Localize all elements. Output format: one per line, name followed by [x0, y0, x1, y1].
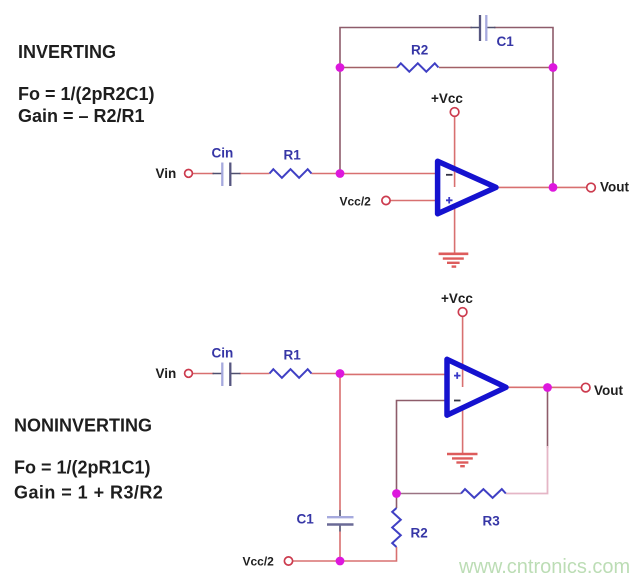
svg-text:Fo = 1/(2pR1C1): Fo = 1/(2pR1C1)	[14, 458, 151, 478]
svg-text:Vout: Vout	[600, 180, 629, 195]
svg-text:R1: R1	[284, 148, 302, 163]
svg-text:Vcc/2: Vcc/2	[340, 195, 372, 209]
svg-text:+Vcc: +Vcc	[431, 91, 463, 106]
svg-text:Cin: Cin	[212, 346, 234, 361]
svg-text:Vout: Vout	[594, 383, 623, 398]
svg-text:NONINVERTING: NONINVERTING	[14, 416, 152, 436]
svg-text:Fo = 1/(2pR2C1): Fo = 1/(2pR2C1)	[18, 84, 155, 104]
svg-text:C1: C1	[497, 34, 515, 49]
svg-text:Vin: Vin	[156, 366, 177, 381]
svg-text:Gain = – R2/R1: Gain = – R2/R1	[18, 106, 145, 126]
svg-text:www.cntronics.com: www.cntronics.com	[458, 556, 630, 578]
svg-text:R1: R1	[284, 348, 302, 363]
svg-text:C1: C1	[297, 512, 315, 527]
svg-text:R2: R2	[411, 43, 428, 58]
svg-text:Gain = 1 + R3/R2: Gain = 1 + R3/R2	[14, 483, 163, 503]
svg-text:R3: R3	[483, 514, 501, 529]
svg-text:Cin: Cin	[212, 146, 234, 161]
svg-text:R2: R2	[411, 526, 428, 541]
svg-text:INVERTING: INVERTING	[18, 42, 116, 62]
svg-text:Vin: Vin	[156, 166, 177, 181]
svg-text:Vcc/2: Vcc/2	[243, 555, 275, 569]
svg-text:+Vcc: +Vcc	[441, 291, 473, 306]
